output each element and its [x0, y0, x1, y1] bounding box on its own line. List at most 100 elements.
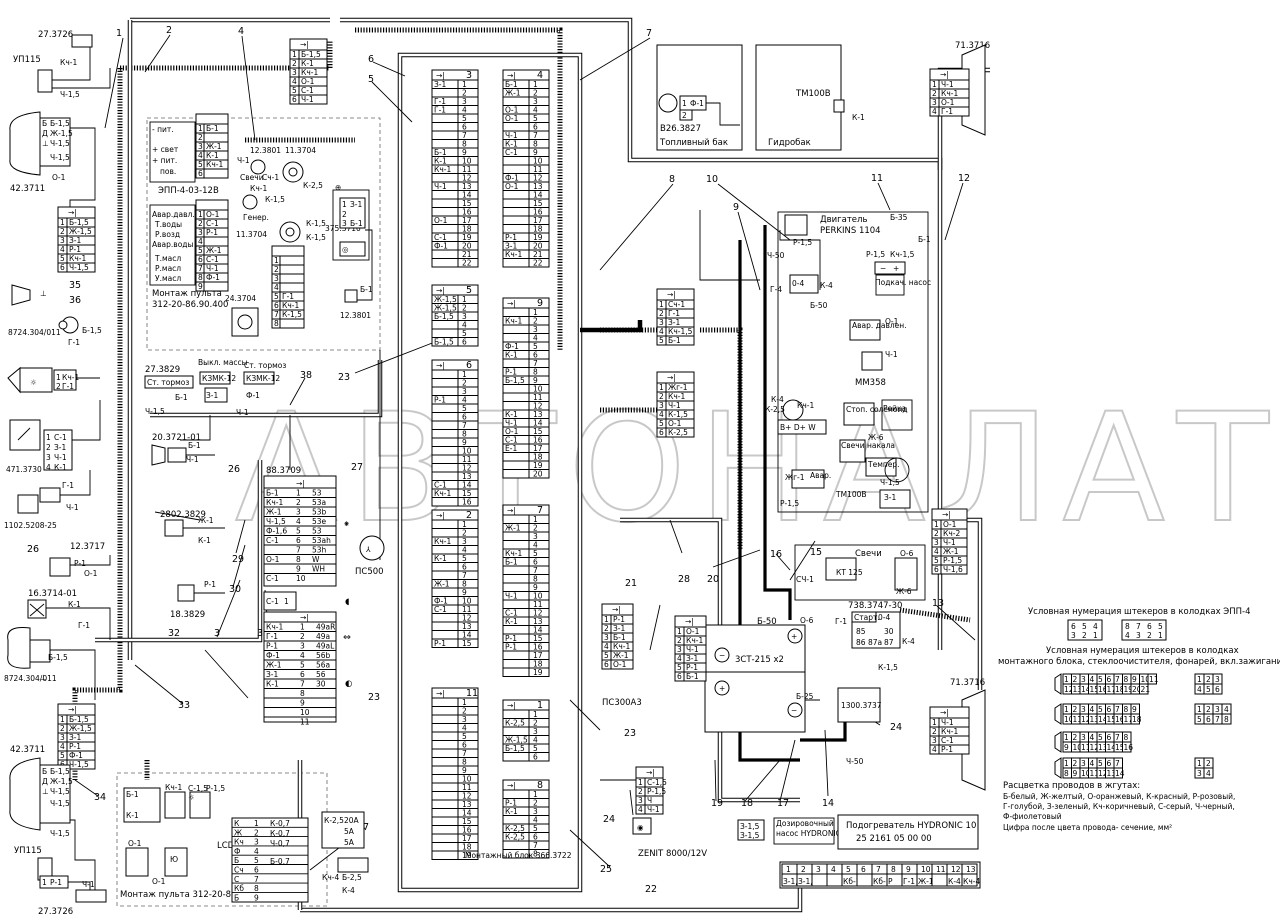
pin-number: 4	[60, 742, 65, 751]
wire-label: Р-1	[69, 742, 81, 751]
svg-text:Р-1,5: Р-1,5	[206, 784, 225, 793]
light-icon: ◐	[345, 679, 352, 689]
pin-number: 2	[533, 317, 538, 326]
wire-label: О-1	[206, 210, 220, 219]
pin-number: 1	[638, 778, 643, 787]
svg-text:Ф-1: Ф-1	[690, 99, 704, 108]
legend-cell-number: 1	[1064, 733, 1069, 742]
tm100v2-label: ТМ100В	[835, 490, 867, 499]
block-wire	[502, 469, 530, 479]
pin-number: 5	[292, 86, 297, 95]
pin-number: 9	[462, 766, 467, 775]
heater-title: Подогреватель HYDRONIC 10	[846, 821, 976, 831]
part-18-label: 18.3829	[170, 610, 205, 620]
heater-wire: З-1,5	[783, 877, 803, 886]
pin-number: 1	[932, 80, 937, 89]
block-wire	[431, 471, 459, 481]
legend-cell-number: 16	[1124, 743, 1134, 752]
pin-number: 13	[533, 182, 543, 191]
block-number: 8	[537, 780, 543, 791]
block-pin	[457, 96, 479, 106]
block-wire	[431, 497, 459, 507]
pin-number: 18	[533, 660, 543, 669]
wire-label: О-1	[505, 106, 519, 115]
block-pin	[528, 113, 550, 123]
block-wire	[431, 437, 459, 447]
pin-number: 2	[60, 227, 65, 236]
pin-number: 8	[198, 273, 203, 282]
legend-cell-number: 7	[1115, 675, 1120, 684]
svg-text:С-1: С-1	[54, 433, 67, 442]
pin-number: 4	[604, 642, 609, 651]
callout-2: 2	[166, 25, 172, 36]
pin-number: 2	[533, 524, 538, 533]
wire-label: С-1	[434, 233, 447, 242]
pin-number: 1	[462, 698, 467, 707]
connector-wire	[279, 282, 305, 293]
pin-number: 3	[533, 532, 538, 541]
block-pin	[528, 316, 550, 326]
callout-11: 11	[871, 173, 883, 184]
svg-text:−: −	[719, 651, 725, 660]
pin-number: 2	[198, 219, 203, 228]
svg-text:Кч-1: Кч-1	[165, 783, 182, 792]
pin-number: 4	[60, 245, 65, 254]
legend-cell-number: 2	[1073, 759, 1078, 768]
svg-text:+: +	[791, 632, 797, 641]
wire-label: Б-1	[613, 633, 626, 642]
wire-label: К-1	[505, 351, 518, 360]
pin-number: 6	[292, 95, 297, 104]
wire-label: Кч-1	[505, 250, 522, 259]
block-pin	[528, 88, 550, 98]
connector-arrow: →|	[68, 705, 77, 714]
svg-text:Б: Б	[42, 119, 47, 128]
pin-number: 3	[533, 325, 538, 334]
svg-text:Б-2,5: Б-2,5	[342, 873, 362, 882]
battery-area: Б-50 О-6 − + 3СТ-215 х2 + − Б-25 Ч-50 Св…	[704, 544, 926, 766]
pin-number: 4	[462, 321, 467, 330]
headlamp-bottom	[9, 757, 41, 831]
pin-number: 1	[462, 80, 467, 89]
block-number: 5	[466, 285, 472, 296]
pin-number: 6	[604, 660, 609, 669]
svg-text:К-1,5: К-1,5	[265, 195, 285, 204]
legend-cell-number: 3	[1081, 759, 1086, 768]
pin-number: 1	[533, 80, 538, 89]
svg-text:1: 1	[1093, 631, 1098, 640]
block-wire	[431, 765, 459, 775]
pin-number: 2	[604, 624, 609, 633]
pin-number: 1	[932, 718, 937, 727]
panel-top-label: Монтаж пульта	[152, 289, 222, 299]
heater-pin-number: 1	[786, 865, 791, 874]
block-pin	[457, 320, 479, 330]
wire-label: Ф-1	[206, 273, 220, 282]
wire-label: Р-1	[686, 663, 698, 672]
block-wire	[431, 429, 459, 439]
legend-cell-number: 11	[1081, 743, 1091, 752]
block-pin	[457, 429, 479, 439]
callout-9: 9	[733, 202, 739, 213]
heater-pin-number: 2	[801, 865, 806, 874]
block-pin	[457, 579, 479, 589]
pin-number: 5	[533, 342, 538, 351]
wire-label: Ф-1	[434, 597, 448, 606]
block-pin	[457, 303, 479, 313]
pin-number: 2	[533, 89, 538, 98]
block-wire	[431, 173, 459, 183]
relay-wire: Кч-1	[266, 623, 283, 632]
part-12-label: 12.3717	[70, 542, 105, 552]
block-pin	[528, 726, 550, 736]
wire-label: Ч-1	[505, 419, 518, 428]
pin-number: 12	[462, 792, 472, 801]
panel-top-item-7: Авар.воды	[152, 240, 193, 249]
pin-number: 13	[533, 617, 543, 626]
svg-text:В+ D+ W: В+ D+ W	[780, 423, 816, 432]
wire-label: Р-1	[505, 634, 517, 643]
legend-cell-number: 12	[1090, 743, 1100, 752]
legend-cell-number: 7	[1115, 759, 1120, 768]
pin-number: 2	[932, 727, 937, 736]
heater-code: 25 2161 05 00 00	[856, 834, 932, 844]
legend-cell-number: 9	[1064, 743, 1069, 752]
block-pin	[457, 311, 479, 321]
